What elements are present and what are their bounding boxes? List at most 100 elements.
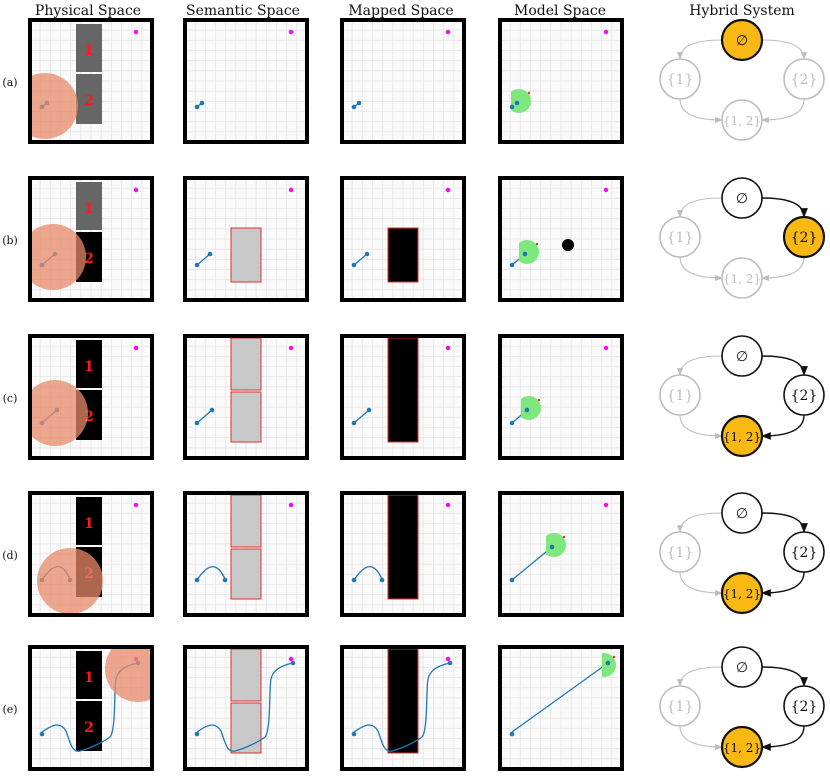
panel-border bbox=[340, 176, 466, 302]
block-label-2: 2 bbox=[84, 251, 94, 267]
obstacle-block-1 bbox=[76, 497, 102, 545]
goal-marker bbox=[445, 187, 451, 193]
transition-edge bbox=[761, 39, 808, 60]
hybrid-state-label: {1} bbox=[667, 699, 694, 715]
goal-marker bbox=[133, 29, 139, 35]
hybrid-state-node bbox=[721, 646, 763, 688]
start-point bbox=[194, 104, 200, 110]
goal-marker bbox=[133, 187, 139, 193]
panel-border bbox=[183, 645, 309, 771]
semantic-space-panel bbox=[183, 491, 309, 617]
hybrid-state-node bbox=[783, 685, 825, 727]
mapped-obstacle bbox=[387, 337, 419, 443]
block-label-1: 1 bbox=[84, 201, 94, 217]
hybrid-state-node bbox=[720, 571, 764, 615]
column-header: Mapped Space bbox=[348, 3, 453, 19]
robot-position bbox=[549, 544, 555, 550]
robot-trajectory bbox=[353, 662, 451, 752]
obstacle-block-1 bbox=[76, 182, 102, 230]
robot-position bbox=[447, 660, 453, 666]
semantic-block-1 bbox=[230, 494, 262, 548]
physical-space-panel: 12 bbox=[28, 334, 154, 460]
hybrid-state-label: {2} bbox=[791, 388, 818, 404]
transition-edge bbox=[679, 98, 723, 124]
figure-row: (d)12∅{1}{2}{1, 2} bbox=[2, 491, 825, 617]
hybrid-state-node bbox=[721, 335, 763, 377]
panel-border bbox=[28, 176, 154, 302]
mapped-space-panel bbox=[340, 18, 466, 144]
semantic-block-2 bbox=[230, 702, 262, 754]
goal-marker bbox=[445, 502, 451, 508]
hybrid-state-label: ∅ bbox=[736, 660, 748, 676]
transition-edge bbox=[761, 725, 805, 751]
physical-space-panel: 12 bbox=[28, 176, 154, 302]
start-point bbox=[509, 577, 515, 583]
hybrid-state-label: ∅ bbox=[736, 33, 748, 49]
row-label: (a) bbox=[2, 76, 17, 89]
hybrid-state-label: ∅ bbox=[736, 191, 748, 207]
hybrid-state-label: {1} bbox=[667, 388, 694, 404]
panel-border bbox=[498, 18, 624, 144]
sensor-range-disk bbox=[30, 380, 88, 446]
block-label-1: 1 bbox=[84, 516, 94, 532]
goal-marker bbox=[133, 345, 139, 351]
transition-edge bbox=[761, 197, 808, 218]
obstacle-block-1 bbox=[76, 651, 102, 699]
transition-edge bbox=[676, 355, 723, 376]
goal-marker bbox=[133, 502, 139, 508]
start-point bbox=[509, 104, 515, 110]
semantic-space-panel bbox=[183, 334, 309, 460]
robot-position bbox=[366, 407, 372, 413]
transition-edge bbox=[679, 571, 723, 597]
transition-edge bbox=[761, 355, 808, 376]
block-label-1: 1 bbox=[84, 43, 94, 59]
robot-position bbox=[379, 577, 385, 583]
semantic-space-panel bbox=[183, 18, 309, 144]
semantic-block-1 bbox=[230, 337, 262, 391]
goal-marker bbox=[603, 345, 609, 351]
semantic-block-2 bbox=[230, 548, 262, 600]
sensor-range-disk bbox=[105, 647, 152, 702]
figure-row: (b)12∅{1}{2}{1, 2} bbox=[2, 176, 826, 302]
hybrid-state-label: {1} bbox=[667, 230, 694, 246]
hybrid-state-label: {1} bbox=[667, 545, 694, 561]
robot-trajectory bbox=[353, 409, 370, 424]
sensor-range-disk bbox=[37, 548, 103, 614]
column-header: Physical Space bbox=[35, 3, 141, 19]
sensor-range-disk bbox=[30, 224, 86, 290]
model-safe-region bbox=[546, 533, 566, 557]
transition-edge bbox=[676, 666, 723, 687]
transition-edge bbox=[676, 197, 723, 218]
goal-marker bbox=[445, 29, 451, 35]
heading-marker bbox=[562, 535, 566, 539]
column-header: Semantic Space bbox=[186, 3, 300, 19]
hybrid-state-label: {2} bbox=[791, 72, 818, 88]
robot-position bbox=[522, 251, 528, 257]
figure-row: (e)12∅{1}{2}{1, 2} bbox=[2, 645, 825, 771]
mapped-space-panel bbox=[340, 645, 466, 771]
mapped-obstacle bbox=[387, 227, 419, 283]
hybrid-state-label: ∅ bbox=[736, 506, 748, 522]
row-label: (d) bbox=[2, 549, 18, 562]
transition-edge bbox=[679, 256, 723, 282]
row-label: (e) bbox=[2, 703, 17, 716]
panel-border bbox=[340, 334, 466, 460]
panel-border bbox=[28, 334, 154, 460]
hybrid-system-graph: ∅{1}{2}{1, 2} bbox=[659, 492, 825, 615]
robot-position bbox=[364, 251, 370, 257]
model-space-panel bbox=[498, 491, 624, 617]
column-header: Hybrid System bbox=[689, 3, 795, 19]
robot-trajectory bbox=[196, 409, 213, 424]
model-space-panel bbox=[498, 176, 624, 302]
start-point bbox=[39, 731, 45, 737]
mapped-space-panel bbox=[340, 491, 466, 617]
goal-marker bbox=[445, 345, 451, 351]
hybrid-state-label: {1, 2} bbox=[723, 430, 761, 444]
start-point bbox=[509, 420, 515, 426]
mapped-obstacle bbox=[387, 648, 419, 754]
hybrid-state-label: {2} bbox=[791, 545, 818, 561]
physical-space-panel: 12 bbox=[28, 18, 154, 144]
column-header: Model Space bbox=[514, 3, 606, 19]
model-safe-region bbox=[521, 396, 541, 420]
